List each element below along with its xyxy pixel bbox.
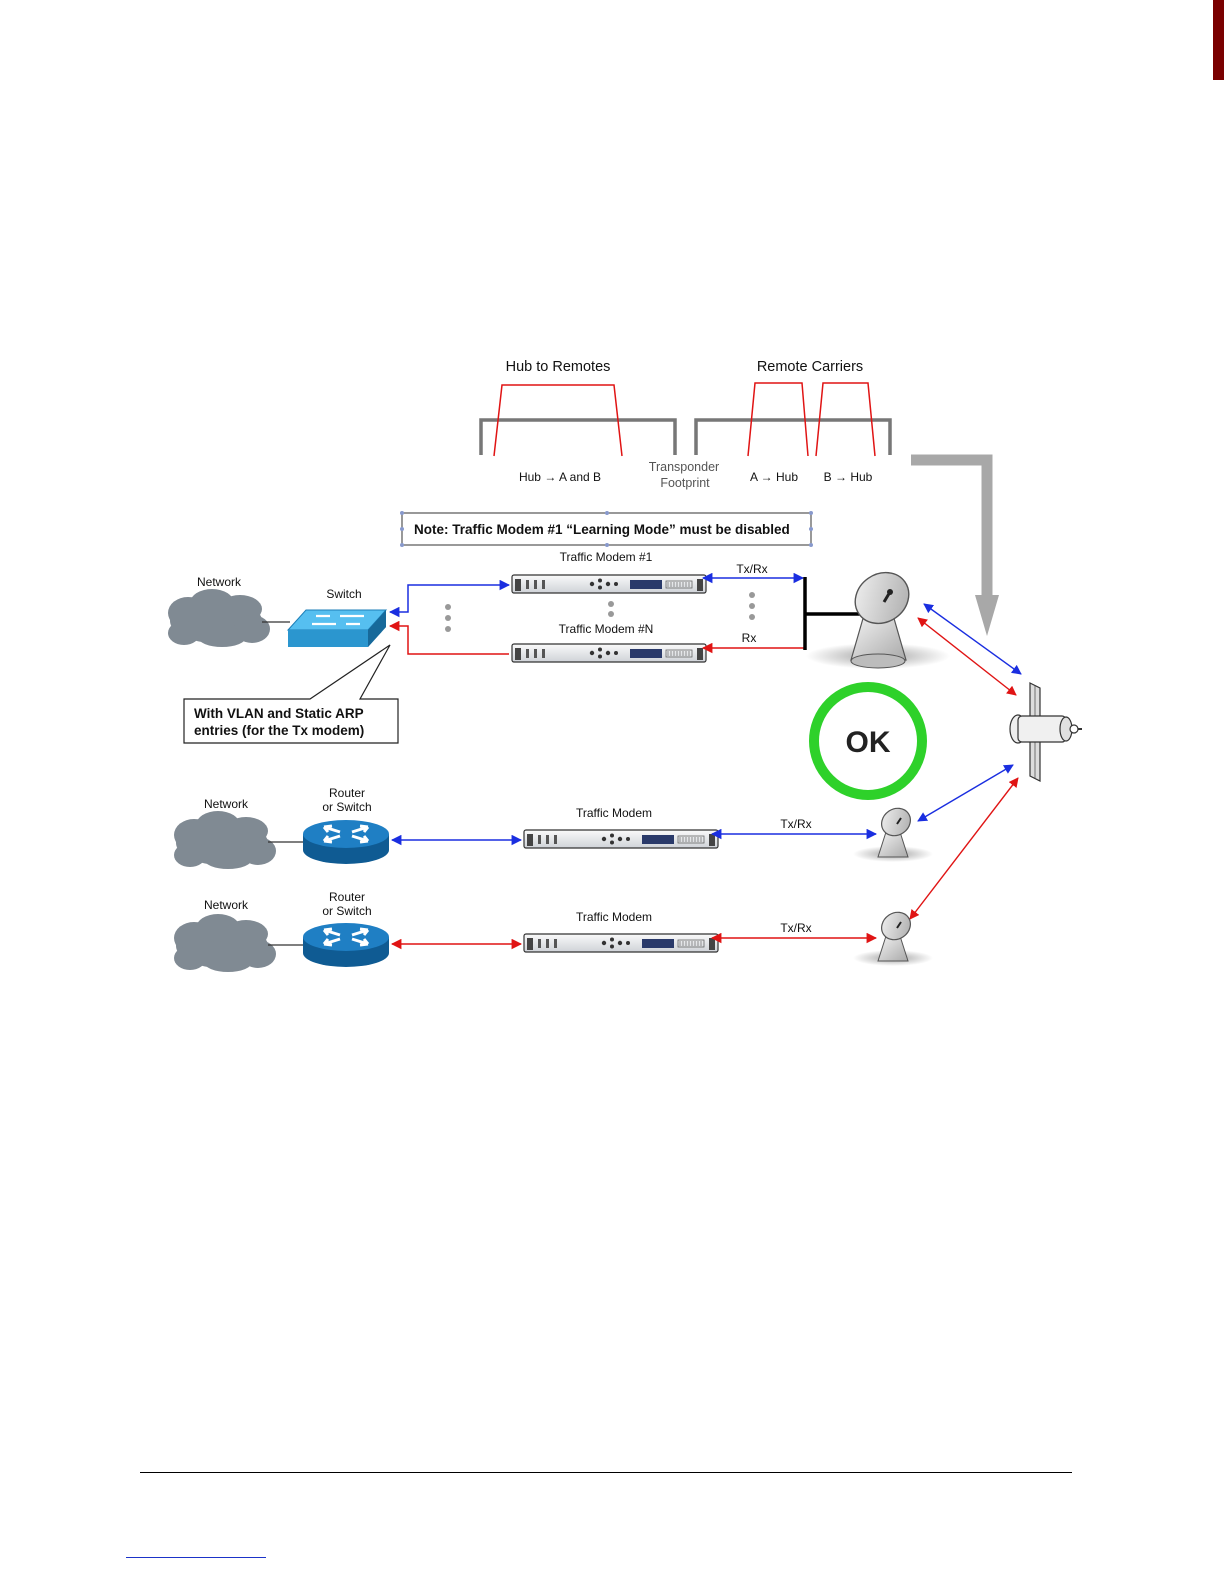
remote-a-router-label: Router <box>329 786 365 800</box>
remote-site-a: Network Router or Switch Traffic Modem T… <box>174 786 933 869</box>
remote-a-switch-label: or Switch <box>322 800 371 814</box>
remote-b-modem-label: Traffic Modem <box>576 910 652 924</box>
remote-carriers-label: Remote Carriers <box>757 359 863 375</box>
remote-b-txrx-label: Tx/Rx <box>780 921 811 935</box>
hub-rx-label: Rx <box>742 631 757 645</box>
hub-site: Network Switch Traffic Modem #1 Traffic … <box>168 550 950 744</box>
cloud-icon <box>174 914 276 972</box>
ok-badge-icon: OK <box>809 682 927 800</box>
footer-link-underline[interactable] <box>126 1557 266 1558</box>
hub-to-ab-label: Hub → A and B <box>519 470 601 484</box>
remote-b-network-label: Network <box>204 898 249 912</box>
router-icon <box>301 818 391 866</box>
modem-icon <box>511 574 707 594</box>
satellite-icon <box>1009 682 1082 782</box>
modem-icon <box>523 829 719 849</box>
traffic-modem-n-label: Traffic Modem #N <box>559 622 654 636</box>
remote-site-b: Network Router or Switch Traffic Modem T… <box>174 890 933 972</box>
dish-antenna-icon <box>853 911 933 966</box>
modem-icon <box>511 643 707 663</box>
note-box: Note: Traffic Modem #1 “Learning Mode” m… <box>400 511 813 547</box>
dish-antenna-icon <box>853 807 933 862</box>
transponder-label: Transponder <box>649 460 719 474</box>
modem-icon <box>523 933 719 953</box>
cloud-icon <box>174 811 276 869</box>
hub-network-label: Network <box>197 575 242 589</box>
remote-a-txrx-label: Tx/Rx <box>780 817 811 831</box>
cloud-icon <box>168 589 270 647</box>
switch-icon <box>286 609 388 647</box>
dish-antenna-icon <box>806 571 950 669</box>
router-icon <box>301 921 391 969</box>
traffic-modem-1-label: Traffic Modem #1 <box>560 550 653 564</box>
transponder-spectrum: Hub to Remotes Remote Carriers Hub → A a… <box>479 359 892 490</box>
callout-line-1: With VLAN and Static ARP <box>194 706 364 721</box>
remote-b-router-label: Router <box>329 890 365 904</box>
callout-line-2: entries (for the Tx modem) <box>194 723 364 738</box>
remote-a-network-label: Network <box>204 797 249 811</box>
note-text: Note: Traffic Modem #1 “Learning Mode” m… <box>414 522 790 537</box>
b-to-hub-label: B → Hub <box>824 470 873 484</box>
hub-to-remotes-label: Hub to Remotes <box>506 359 611 375</box>
satellite-links <box>909 603 1022 920</box>
switch-label: Switch <box>326 587 361 601</box>
remote-b-switch-label: or Switch <box>322 904 371 918</box>
a-to-hub-label: A → Hub <box>750 470 798 484</box>
hub-txrx-label: Tx/Rx <box>736 562 767 576</box>
footprint-label: Footprint <box>660 476 710 490</box>
remote-a-modem-label: Traffic Modem <box>576 806 652 820</box>
footer-divider <box>140 1472 1072 1473</box>
ok-status-text: OK <box>846 726 891 759</box>
page-edge-tab <box>1213 0 1224 80</box>
vlan-callout: With VLAN and Static ARP entries (for th… <box>183 644 399 744</box>
gray-arrow-icon <box>911 454 999 636</box>
